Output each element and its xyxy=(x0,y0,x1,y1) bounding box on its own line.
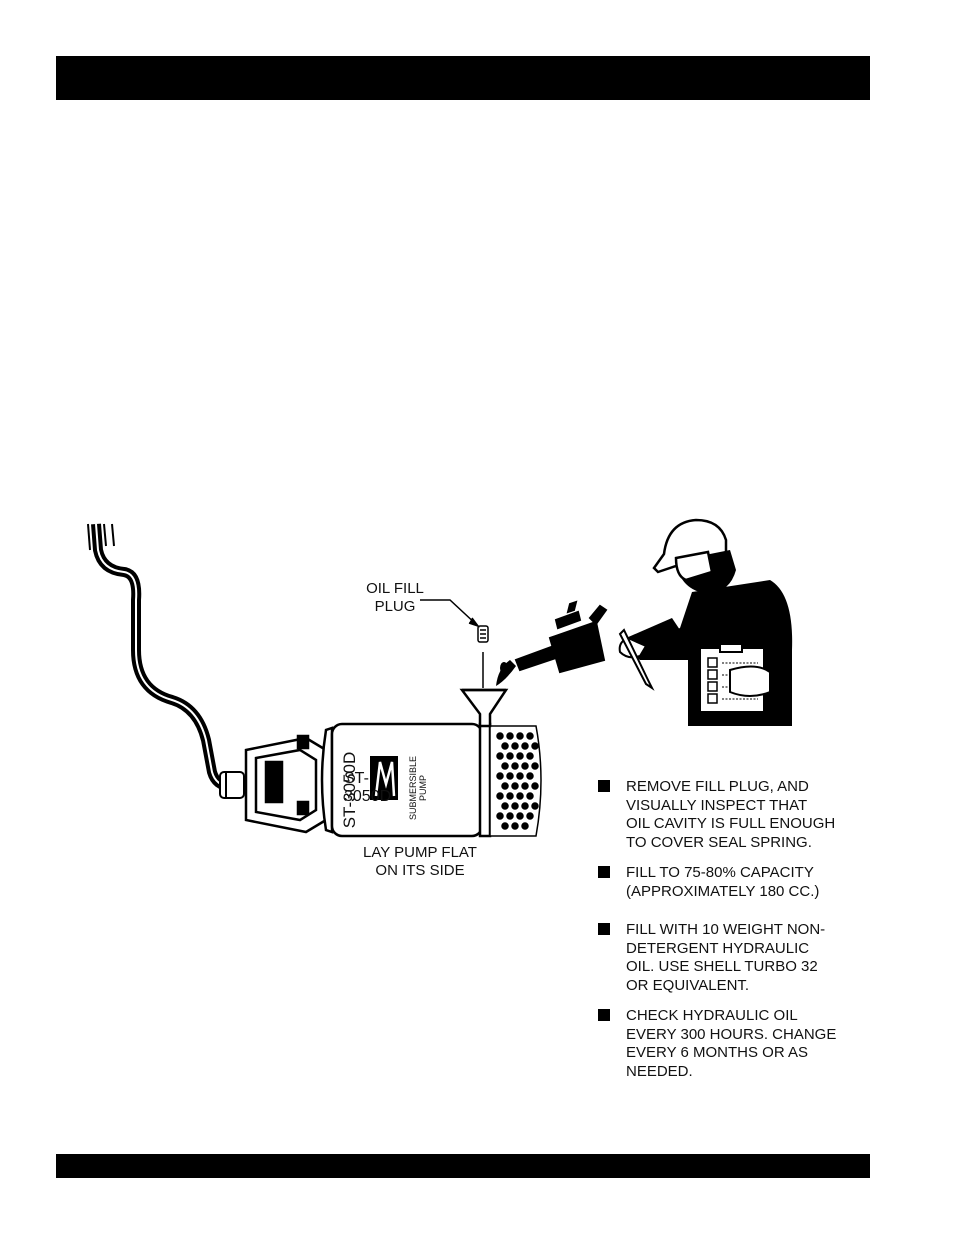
instruction-item: CHECK HYDRAULIC OIL EVERY 300 HOURS. CHA… xyxy=(598,1007,888,1081)
instruction-list: REMOVE FILL PLUG, AND VISUALLY INSPECT T… xyxy=(598,778,888,1081)
lay-pump-flat-label: LAY PUMP FLAT ON ITS SIDE xyxy=(363,844,477,879)
square-bullet-icon xyxy=(598,1009,610,1021)
pump-model-text: ST-3050D xyxy=(340,751,359,829)
square-bullet-icon xyxy=(598,866,610,878)
instruction-item: FILL WITH 10 WEIGHT NON- DETERGENT HYDRA… xyxy=(598,921,888,995)
pump-body xyxy=(320,722,492,838)
oil-fill-plug-pointer xyxy=(420,599,481,628)
pump-oil-fill-illustration xyxy=(87,518,793,838)
header-bar xyxy=(56,56,870,100)
instruction-item: FILL TO 75-80% CAPACITY (APPROXIMATELY 1… xyxy=(598,864,888,901)
oil-stream xyxy=(496,660,516,686)
power-cable xyxy=(87,523,231,791)
oil-can-icon xyxy=(514,600,608,674)
instruction-text: FILL TO 75-80% CAPACITY (APPROXIMATELY 1… xyxy=(626,864,820,900)
brand-logo xyxy=(370,756,398,800)
funnel-icon xyxy=(459,688,509,728)
pump-strainer xyxy=(489,725,542,837)
square-bullet-icon xyxy=(598,780,610,792)
pump-type-text: SUBMERSIBLE PUMP xyxy=(408,755,428,821)
pump-type-wrap: SUBMERSIBLE PUMP xyxy=(388,746,448,846)
cable-connector xyxy=(219,771,245,799)
pump-model-wrap: ST-3050D xyxy=(320,746,380,846)
footer-bar xyxy=(56,1154,870,1178)
oil-fill-plug-icon xyxy=(477,625,489,688)
instruction-text: FILL WITH 10 WEIGHT NON- DETERGENT HYDRA… xyxy=(626,921,826,994)
instruction-item: REMOVE FILL PLUG, AND VISUALLY INSPECT T… xyxy=(598,778,888,852)
square-bullet-icon xyxy=(598,923,610,935)
pump-top xyxy=(244,734,328,834)
worker-icon xyxy=(618,518,793,726)
oil-fill-plug-label: OIL FILL PLUG xyxy=(366,580,424,615)
instruction-text: REMOVE FILL PLUG, AND VISUALLY INSPECT T… xyxy=(626,778,836,851)
instruction-text: CHECK HYDRAULIC OIL EVERY 300 HOURS. CHA… xyxy=(626,1007,837,1080)
